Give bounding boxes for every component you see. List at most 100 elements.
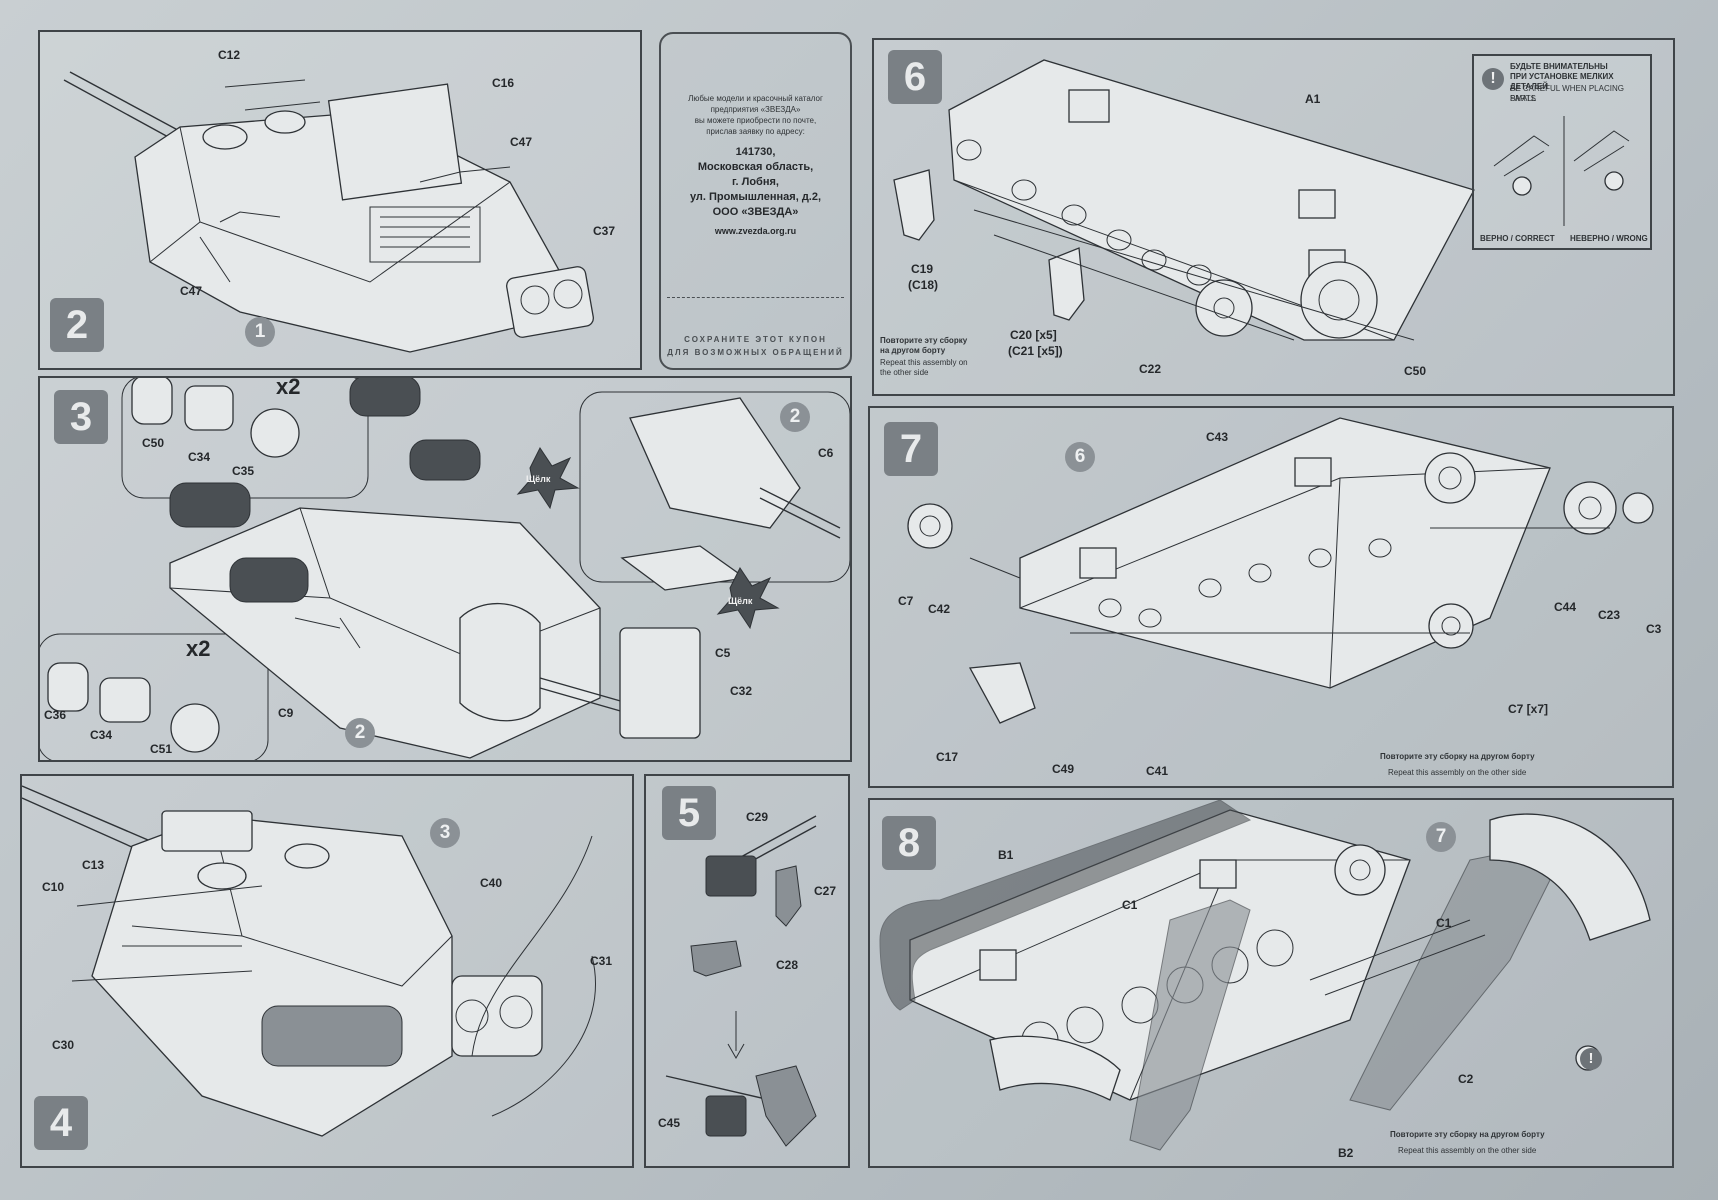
- label-c47-top: C47: [510, 135, 533, 149]
- step-3-drawing: [40, 378, 850, 760]
- warning-box: ! БУДЬТЕ ВНИМАТЕЛЬНЫ ПРИ УСТАНОВКЕ МЕЛКИ…: [1472, 54, 1652, 250]
- step-4-panel: 4 3 C13 C10 C30 C40 C31: [20, 774, 634, 1168]
- warning-illustration: [1493, 116, 1630, 226]
- label-c16: C16: [492, 76, 515, 90]
- coupon-company: ООО «ЗВЕЗДА»: [712, 206, 799, 218]
- coupon-region: Московская область,: [697, 161, 814, 173]
- step-8-drawing: [879, 800, 1651, 1151]
- label-c49: C49: [1052, 762, 1075, 776]
- label-c50-step3: C50: [142, 436, 165, 450]
- warning-icon: !: [1482, 68, 1504, 90]
- step-3-panel: 3 2 2 x2 x2 C50 C34 C35 C36 C34 C51 C9 C…: [38, 376, 852, 762]
- label-c18: (C18): [908, 278, 939, 292]
- label-c22: C22: [1139, 362, 1162, 376]
- label-c34-bottom: C34: [90, 728, 113, 742]
- click-burst-inset: Щёлк: [728, 596, 753, 606]
- label-c23: C23: [1598, 608, 1621, 622]
- step-5-number: 5: [662, 786, 716, 840]
- step-8-warning-icon: !: [1580, 1048, 1602, 1070]
- step-8-ref-badge: 7: [1426, 822, 1456, 852]
- label-c36: C36: [44, 708, 67, 722]
- label-c6: C6: [818, 446, 834, 460]
- label-c10: C10: [42, 880, 65, 894]
- label-x2-top: x2: [276, 376, 301, 399]
- step-6-repeat-ru: Повторите эту сборку на другом борту: [880, 336, 968, 355]
- step-8-panel: 8 7 B1 C1 C1 C2 B2 Повторите эту сборку …: [868, 798, 1674, 1168]
- step-7-drawing: [907, 417, 1654, 724]
- label-c27: C27: [814, 884, 837, 898]
- step-6-number: 6: [888, 50, 942, 104]
- label-c45: C45: [658, 1116, 681, 1130]
- label-c35: C35: [232, 464, 255, 478]
- label-c30: C30: [52, 1038, 75, 1052]
- label-c1-left: C1: [1122, 898, 1138, 912]
- label-a1: A1: [1305, 92, 1321, 106]
- step-5-panel: 5 C29 C27 C28 C45: [644, 774, 850, 1168]
- label-c17: C17: [936, 750, 959, 764]
- label-c29: C29: [746, 810, 769, 824]
- label-c2: C2: [1458, 1072, 1474, 1086]
- coupon-save-line-1: СОХРАНИТЕ ЭТОТ КУПОН: [684, 335, 827, 344]
- label-c42: C42: [928, 602, 951, 616]
- step-7-repeat-ru: Повторите эту сборку на другом борту: [1380, 752, 1535, 761]
- step-7-ref-badge: 6: [1065, 442, 1095, 472]
- warning-title-en-2: PARTS: [1510, 94, 1536, 103]
- step-6-repeat-en: Repeat this assembly on the other side: [880, 358, 968, 377]
- step-2-ref-badge: 1: [245, 317, 275, 347]
- label-c41: C41: [1146, 764, 1169, 778]
- coupon-postcode: 141730,: [735, 146, 776, 158]
- label-c20: C20 [x5]: [1010, 328, 1057, 342]
- label-c7: C7: [898, 594, 914, 608]
- warning-title-ru-2: ПРИ УСТАНОВКЕ МЕЛКИХ ДЕТАЛЕЙ: [1510, 72, 1614, 91]
- label-b1: B1: [998, 848, 1014, 862]
- step-4-ref-badge: 3: [430, 818, 460, 848]
- coupon-line-3: вы можете приобрести по почте,: [694, 116, 817, 125]
- coupon-line-4: прислав заявку по адресу:: [706, 127, 805, 136]
- step-6-panel: 6 A1 C19 (C18) C20 [x5] (C21 [x5]) C22 C…: [872, 38, 1675, 396]
- step-5-drawing: [665, 815, 817, 1147]
- label-c7-x7: C7 [x7]: [1508, 702, 1549, 716]
- label-c28: C28: [776, 958, 799, 972]
- label-b2: B2: [1338, 1146, 1354, 1160]
- step-2-drawing: [63, 71, 594, 353]
- label-c19: C19: [911, 262, 934, 276]
- coupon-divider: [667, 297, 844, 298]
- step-3-ref-badge-inset: 2: [780, 402, 810, 432]
- label-c37: C37: [593, 224, 616, 238]
- step-3-ref-badge-main: 2: [345, 718, 375, 748]
- warning-correct: ВЕРНО / CORRECT: [1480, 234, 1555, 243]
- warning-title-en-1: BE CAREFUL WHEN PLACING SMALL: [1510, 84, 1624, 103]
- step-4-number: 4: [34, 1096, 88, 1150]
- coupon-line-1: Любые модели и красочный каталог: [688, 94, 823, 103]
- label-c9: C9: [278, 706, 294, 720]
- label-c5: C5: [715, 646, 731, 660]
- coupon-street: ул. Промышленная, д.2,: [689, 191, 822, 203]
- warning-title-ru-1: БУДЬТЕ ВНИМАТЕЛЬНЫ: [1510, 62, 1608, 71]
- step-7-repeat-en: Repeat this assembly on the other side: [1388, 768, 1527, 777]
- label-c31: C31: [590, 954, 613, 968]
- step-4-drawing: [22, 785, 596, 1137]
- label-x2-bottom: x2: [186, 636, 211, 661]
- warning-wrong: НЕВЕРНО / WRONG: [1570, 234, 1648, 243]
- label-c40: C40: [480, 876, 503, 890]
- label-c13: C13: [82, 858, 105, 872]
- coupon-line-2: предприятия «ЗВЕЗДА»: [710, 105, 801, 114]
- label-c50-step6: C50: [1404, 364, 1427, 378]
- step-8-repeat-en: Repeat this assembly on the other side: [1398, 1146, 1537, 1155]
- click-burst-main: Щёлк: [526, 474, 551, 484]
- step-7-panel: 7 6 C43 C7 C42 C17 C49 C41 C7 [x7] C44 C…: [868, 406, 1674, 788]
- label-c34-top: C34: [188, 450, 211, 464]
- coupon-save-line-2: ДЛЯ ВОЗМОЖНЫХ ОБРАЩЕНИЙ: [667, 348, 844, 357]
- label-c32: C32: [730, 684, 753, 698]
- label-c1-right: C1: [1436, 916, 1452, 930]
- step-2-number: 2: [50, 298, 104, 352]
- step-8-number: 8: [882, 816, 936, 870]
- coupon-url: www.zvezda.org.ru: [714, 226, 797, 236]
- coupon-city: г. Лобня,: [732, 176, 779, 188]
- label-c43: C43: [1206, 430, 1229, 444]
- step-6-drawing: [893, 59, 1475, 341]
- label-c47-left: C47: [180, 284, 203, 298]
- step-2-panel: 2 1 C12 C16 C47 C47 C37: [38, 30, 642, 370]
- label-c21: (C21 [x5]): [1008, 344, 1063, 358]
- label-c12: C12: [218, 48, 241, 62]
